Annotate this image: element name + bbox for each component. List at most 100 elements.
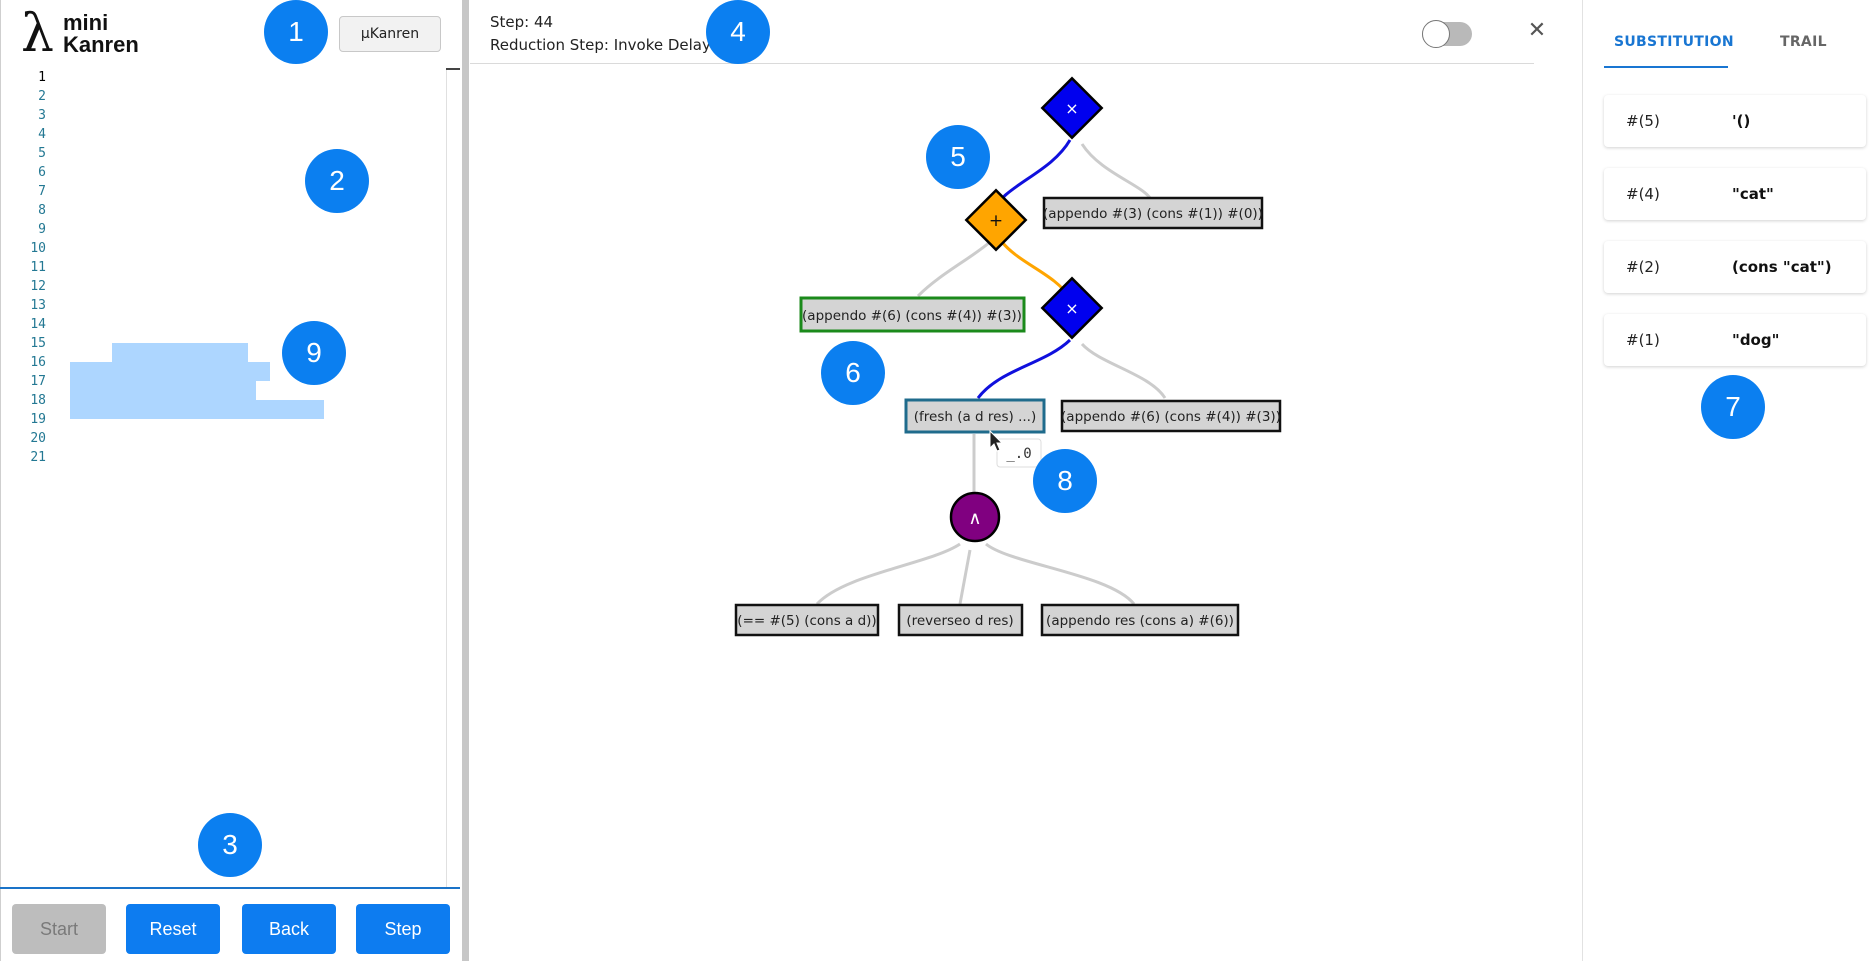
editor-bottom-divider <box>0 887 460 889</box>
toggle-knob[interactable] <box>1422 20 1450 48</box>
disj-node[interactable]: × <box>1040 276 1104 340</box>
substitution-variable: #(4) <box>1626 185 1660 203</box>
goal-label: (fresh (a d res) ...) <box>914 409 1036 425</box>
annotation-badge: 1 <box>264 0 328 64</box>
line-number: 12 <box>30 279 46 294</box>
tree-edge <box>1080 342 1167 399</box>
goal-label: (reverseo d res) <box>906 613 1013 629</box>
substitution-item: #(5) '() <box>1604 95 1866 147</box>
selection-highlight <box>70 362 270 381</box>
line-number: 13 <box>30 298 46 313</box>
conj-node[interactable]: ∧ <box>949 491 1001 543</box>
tree-edge <box>815 542 961 606</box>
annotation-badge: 8 <box>1033 449 1097 513</box>
search-tree: × + (appendo #(3) (cons #(1)) #(0)) × (a… <box>734 76 1282 637</box>
app-title-line1: mini <box>63 10 109 35</box>
annotation-badge: 7 <box>1701 375 1765 439</box>
editor-scrollbar[interactable] <box>446 68 461 888</box>
goal-node[interactable]: (== #(5) (cons a d)) <box>734 603 880 637</box>
mouse-cursor-icon <box>989 429 1004 452</box>
tree-edge <box>1080 143 1152 199</box>
goal-node-green[interactable]: (appendo #(6) (cons #(4)) #(3)) <box>799 296 1026 333</box>
goal-label: (appendo #(6) (cons #(4)) #(3)) <box>802 308 1022 324</box>
goal-label: (appendo res (cons a) #(6)) <box>1046 613 1234 629</box>
goal-label: (== #(5) (cons a d)) <box>737 613 876 629</box>
line-number: 1 <box>38 70 46 85</box>
goal-node[interactable]: (appendo #(6) (cons #(4)) #(3)) <box>1060 399 1282 433</box>
back-button[interactable]: Back <box>242 904 336 954</box>
plus-node[interactable]: + <box>964 188 1028 252</box>
line-number: 10 <box>30 241 46 256</box>
substitution-value: "cat" <box>1732 185 1774 203</box>
line-number: 7 <box>38 184 46 199</box>
line-number: 18 <box>30 393 46 408</box>
close-icon[interactable]: ✕ <box>1527 18 1547 43</box>
line-number: 14 <box>30 317 46 332</box>
tree-edge <box>958 549 972 605</box>
fresh-node[interactable]: (fresh (a d res) ...) <box>904 398 1046 434</box>
selection-highlight <box>112 343 248 362</box>
active-tab-indicator <box>1604 66 1728 68</box>
disj-symbol: × <box>1065 99 1078 118</box>
goal-label: (appendo #(3) (cons #(1)) #(0)) <box>1043 206 1263 222</box>
goal-node[interactable]: (appendo res (cons a) #(6)) <box>1040 603 1240 637</box>
disj-symbol: × <box>1065 299 1078 318</box>
tooltip-text: _.0 <box>1006 446 1031 462</box>
start-button[interactable]: Start <box>12 904 106 954</box>
line-number: 19 <box>30 412 46 427</box>
scrollbar-cursor-marker <box>446 68 460 70</box>
app-title-line2: Kanren <box>63 32 139 57</box>
substitution-item: #(1) "dog" <box>1604 314 1866 366</box>
language-select-button[interactable]: µKanren <box>339 16 441 52</box>
tree-edge-active <box>976 338 1072 399</box>
annotation-badge: 9 <box>282 321 346 385</box>
line-number: 21 <box>30 450 46 465</box>
app-title: mini Kanren <box>63 12 139 56</box>
code-editor[interactable]: 1 2 3 4 5 6 7 8 9 10 11 12 13 14 15 16 1… <box>0 68 448 888</box>
selection-highlight <box>70 381 256 400</box>
plus-symbol: + <box>989 211 1003 231</box>
substitution-value: (cons "cat") <box>1732 258 1832 276</box>
annotation-badge: 2 <box>305 149 369 213</box>
reset-button[interactable]: Reset <box>126 904 220 954</box>
tree-edge <box>985 542 1136 605</box>
step-button[interactable]: Step <box>356 904 450 954</box>
state-panel <box>1582 0 1872 961</box>
editor-panel: λ mini Kanren µKanren <box>0 0 462 961</box>
lambda-logo-icon: λ <box>21 4 54 64</box>
selection-highlight <box>70 400 324 419</box>
tree-edge <box>916 240 991 298</box>
tab-substitution[interactable]: SUBSTITUTION <box>1614 34 1734 50</box>
substitution-variable: #(2) <box>1626 258 1660 276</box>
line-number: 17 <box>30 374 46 389</box>
tooltip: _.0 <box>996 438 1042 468</box>
line-number: 8 <box>38 203 46 218</box>
substitution-value: "dog" <box>1732 331 1780 349</box>
line-number: 3 <box>38 108 46 123</box>
annotation-badge: 5 <box>926 125 990 189</box>
line-number: 5 <box>38 146 46 161</box>
header-divider <box>470 63 1534 64</box>
substitution-variable: #(5) <box>1626 112 1660 130</box>
line-number: 4 <box>38 127 46 142</box>
annotation-badge: 6 <box>821 341 885 405</box>
annotation-badge: 3 <box>198 813 262 877</box>
line-number: 16 <box>30 355 46 370</box>
step-counter: Step: 44 <box>490 13 554 31</box>
tab-trail[interactable]: TRAIL <box>1780 34 1827 50</box>
line-number: 20 <box>30 431 46 446</box>
line-number: 6 <box>38 165 46 180</box>
reduction-step-label: Reduction Step: Invoke Delay <box>490 36 711 54</box>
substitution-value: '() <box>1732 112 1751 130</box>
panel-resize-handle[interactable] <box>462 0 469 961</box>
substitution-item: #(4) "cat" <box>1604 168 1866 220</box>
line-number: 2 <box>38 89 46 104</box>
substitution-item: #(2) (cons "cat") <box>1604 241 1866 293</box>
goal-node[interactable]: (appendo #(3) (cons #(1)) #(0)) <box>1042 196 1264 230</box>
disj-node[interactable]: × <box>1040 76 1104 140</box>
goal-label: (appendo #(6) (cons #(4)) #(3)) <box>1061 409 1281 425</box>
line-number: 11 <box>30 260 46 275</box>
conj-symbol: ∧ <box>968 508 981 529</box>
annotation-badge: 4 <box>706 0 770 64</box>
goal-node[interactable]: (reverseo d res) <box>897 603 1024 637</box>
